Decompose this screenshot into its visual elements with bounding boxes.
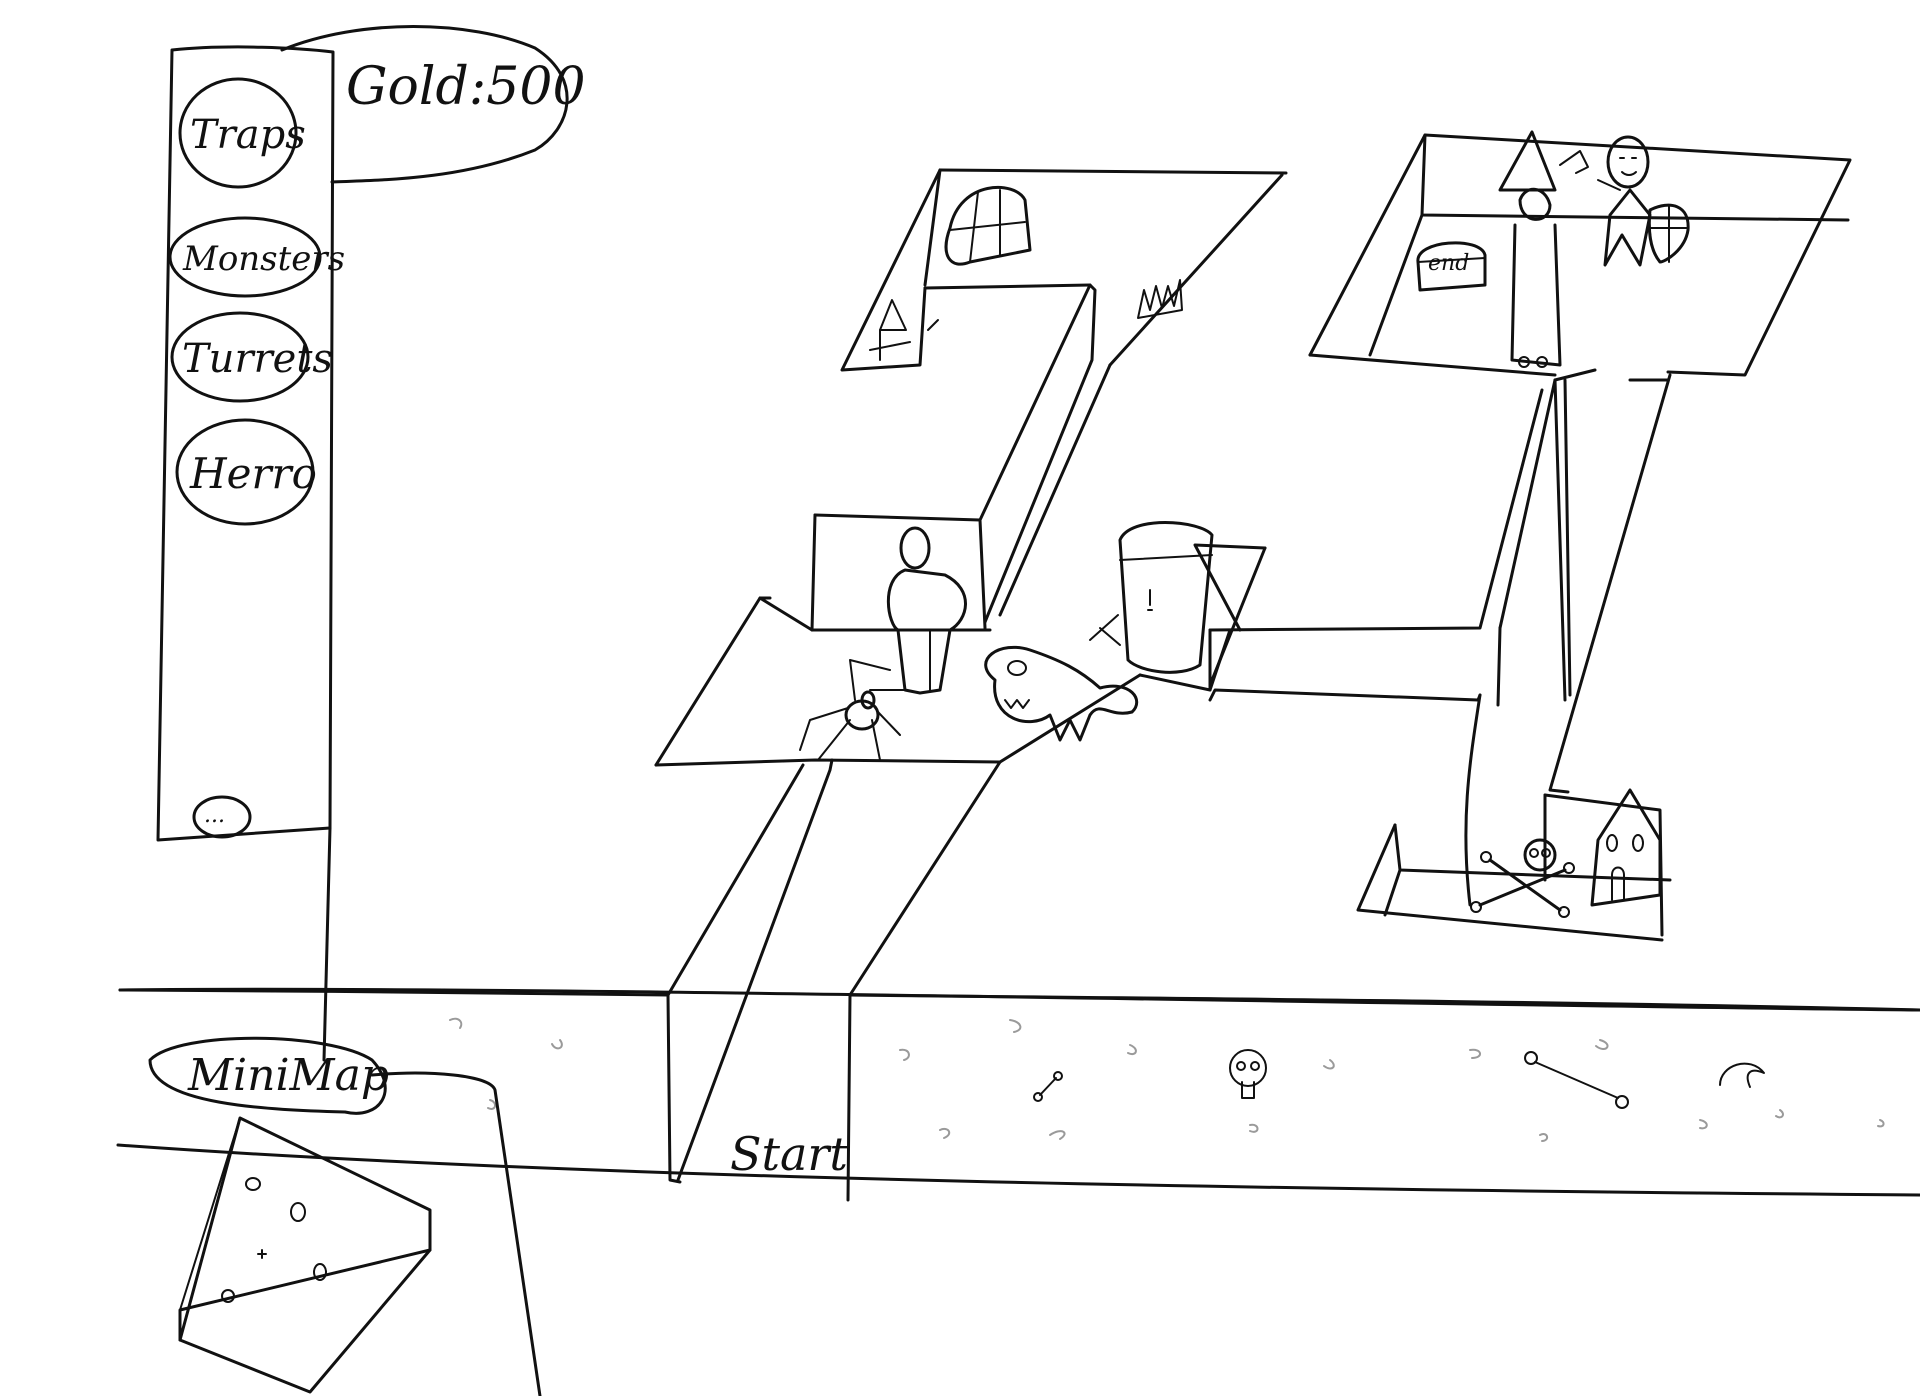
- sidebar-item-traps[interactable]: Traps: [178, 77, 306, 189]
- sidebar-item-hero-label: Herro: [189, 449, 317, 498]
- sidebar-panel: [156, 45, 335, 842]
- blob-monster-icon: [984, 645, 1139, 742]
- sidebar-turrets-hitbox[interactable]: [172, 313, 312, 403]
- house-icon: [1590, 788, 1662, 907]
- spider-monster-icon: [799, 659, 906, 761]
- sidebar-monsters-hitbox[interactable]: [170, 218, 320, 298]
- gold-label: Gold:500: [346, 57, 586, 117]
- spike-trap-icon: [1137, 279, 1183, 319]
- sidebar-traps-hitbox[interactable]: [180, 80, 296, 188]
- sidebar-item-hero[interactable]: Herro: [175, 418, 317, 526]
- hero-icon: [1597, 135, 1690, 267]
- wizard-icon: [1498, 130, 1589, 368]
- end-label: end: [1428, 251, 1469, 276]
- turret-icon: [869, 299, 939, 361]
- start-label: Start: [730, 1127, 848, 1181]
- minimap-label: MiniMap: [187, 1050, 389, 1101]
- gold-display: Gold:500: [280, 25, 586, 184]
- end-chest-icon: end: [1416, 241, 1487, 292]
- yeti-monster-icon: [886, 526, 967, 695]
- sidebar-hero-hitbox[interactable]: [177, 420, 315, 526]
- more-icon: ...: [204, 803, 225, 828]
- bone-icon: [1033, 1051, 1765, 1109]
- sidebar-item-traps-label: Traps: [190, 112, 306, 158]
- skull-crossbones-icon: [1470, 838, 1575, 918]
- barrel-turret-icon: [1089, 521, 1214, 674]
- skull-icon: [1229, 1049, 1267, 1099]
- sidebar-item-monsters[interactable]: Monsters: [168, 216, 345, 298]
- minimap[interactable]: MiniMap: [148, 826, 542, 1396]
- sidebar-item-turrets[interactable]: Turrets: [170, 311, 333, 403]
- sidebar-item-turrets-label: Turrets: [182, 336, 333, 382]
- sidebar-more-button[interactable]: ...: [192, 795, 252, 839]
- chest-icon: [944, 185, 1032, 266]
- sidebar-item-monsters-label: Monsters: [182, 239, 345, 279]
- minimap-hitbox[interactable]: [150, 1035, 400, 1115]
- dungeon-map: end: [118, 130, 1920, 1202]
